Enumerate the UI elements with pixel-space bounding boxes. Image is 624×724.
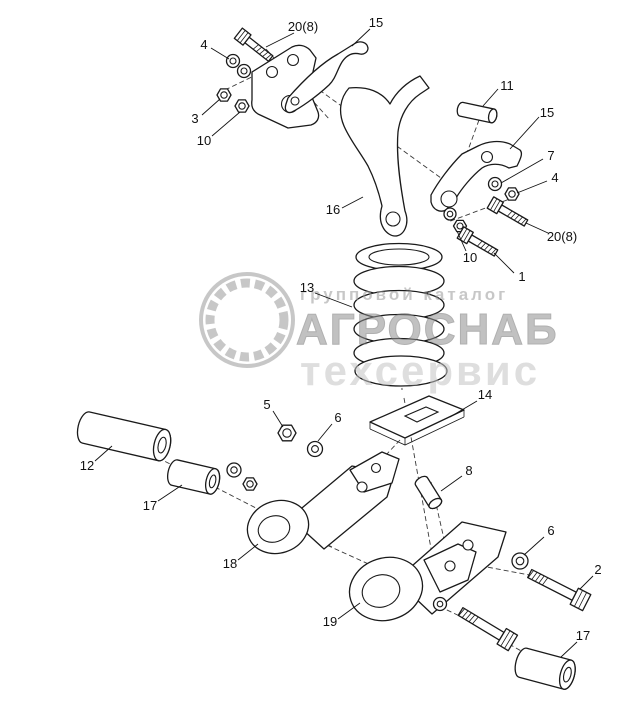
svg-text:10: 10: [197, 133, 211, 148]
anchor-plate-right: [430, 140, 523, 212]
nut-5: [277, 424, 297, 442]
svg-text:5: 5: [263, 397, 270, 412]
svg-text:18: 18: [223, 556, 237, 571]
washer-7: [487, 176, 503, 192]
svg-text:4: 4: [200, 37, 207, 52]
svg-text:16: 16: [326, 202, 340, 217]
callout-3: 3: [191, 98, 221, 126]
bolt-lower: [457, 607, 519, 652]
coil-spring-13: [353, 242, 448, 387]
callout-10-left: 10: [197, 111, 241, 148]
callout-20-8-right: 20(8): [525, 222, 577, 244]
callout-17-left: 17: [143, 484, 183, 513]
watermark-tagline: групповой каталог: [300, 285, 508, 304]
clamp-bracket-18: [246, 451, 400, 555]
callout-12: 12: [80, 445, 113, 473]
washer-4-top-a: [225, 53, 241, 69]
callout-14: 14: [449, 387, 492, 418]
callout-8: 8: [440, 463, 473, 492]
nut-4-right: [504, 187, 520, 201]
washer-4-top-b: [236, 63, 252, 79]
callout-1: 1: [493, 252, 526, 284]
callout-5: 5: [263, 397, 284, 428]
callout-6-mid: 6: [317, 410, 342, 442]
callout-18: 18: [223, 543, 259, 571]
callout-7: 7: [500, 148, 555, 184]
main-bracket-19: [348, 521, 507, 622]
svg-text:1: 1: [518, 269, 525, 284]
svg-text:4: 4: [551, 170, 558, 185]
bushing-17-bottom: [514, 647, 576, 690]
svg-text:11: 11: [500, 78, 514, 93]
svg-text:20(8): 20(8): [288, 19, 318, 34]
svg-text:7: 7: [547, 148, 554, 163]
svg-text:19: 19: [323, 614, 337, 629]
bolt-20-right: [486, 196, 529, 227]
spacer-tube-12: [76, 411, 172, 462]
callouts: 20(8) 15 4 3 10 11 15 7: [80, 15, 602, 658]
callout-11: 11: [482, 78, 514, 107]
svg-text:6: 6: [334, 410, 341, 425]
callout-15-top: 15: [351, 15, 383, 47]
svg-text:3: 3: [191, 111, 198, 126]
spring-seat-plate-14: [369, 395, 465, 446]
svg-text:17: 17: [576, 628, 590, 643]
bolt-20-top-left: [233, 27, 274, 62]
watermark-brand: АГРОСНАБ: [296, 305, 559, 354]
svg-text:10: 10: [463, 250, 477, 265]
callout-6-right: 6: [523, 523, 555, 556]
washer-small-a: [226, 462, 242, 478]
pin-8: [414, 475, 443, 510]
bolt-2: [527, 568, 592, 612]
callout-16: 16: [326, 196, 364, 217]
callout-20-8-top: 20(8): [265, 19, 318, 48]
callout-4-top-left: 4: [200, 37, 230, 60]
svg-text:6: 6: [547, 523, 554, 538]
callout-13: 13: [300, 280, 353, 308]
washer-10-right: [443, 207, 457, 221]
release-arm-16: [339, 75, 430, 237]
callout-17-bottom: 17: [560, 628, 590, 658]
watermark-subtitle: техсервис: [300, 347, 540, 394]
nut-small-b: [242, 477, 258, 491]
washer-6-right: [511, 552, 529, 570]
callout-10-right: 10: [456, 230, 477, 265]
pin-11: [456, 101, 498, 124]
svg-text:17: 17: [143, 498, 157, 513]
callout-4-right: 4: [516, 170, 559, 194]
svg-text:13: 13: [300, 280, 314, 295]
svg-text:15: 15: [369, 15, 383, 30]
watermark: групповой каталог АГРОСНАБ техсервис: [199, 272, 559, 394]
svg-text:2: 2: [594, 562, 601, 577]
callout-15-right: 15: [509, 105, 554, 150]
nut-3: [216, 88, 232, 102]
svg-text:8: 8: [465, 463, 472, 478]
washer-6-mid: [306, 440, 324, 458]
watermark-wreath-logo: [199, 272, 295, 368]
svg-text:14: 14: [478, 387, 492, 402]
svg-text:15: 15: [540, 105, 554, 120]
svg-text:12: 12: [80, 458, 94, 473]
svg-text:20(8): 20(8): [547, 229, 577, 244]
callout-2: 2: [579, 562, 602, 590]
nut-10-left: [234, 99, 250, 113]
callout-19: 19: [323, 602, 361, 629]
